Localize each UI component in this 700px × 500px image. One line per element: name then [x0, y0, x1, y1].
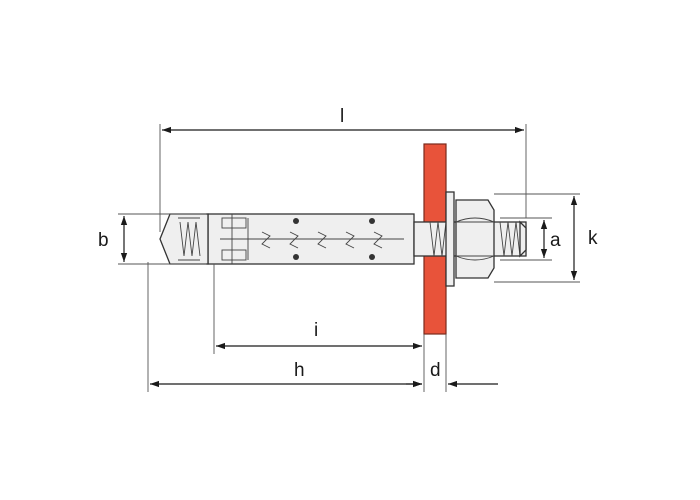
- label-k: k: [588, 228, 598, 249]
- label-i: i: [314, 320, 318, 341]
- label-d: d: [430, 360, 441, 381]
- anchor-sleeve: [207, 213, 415, 265]
- dimension-d: d: [406, 334, 498, 392]
- dimension-b: b: [98, 213, 206, 265]
- label-h: h: [294, 360, 305, 381]
- label-l: l: [340, 106, 344, 127]
- dimension-a: a: [500, 217, 561, 261]
- dimension-i: i: [213, 264, 422, 354]
- label-b: b: [98, 230, 109, 251]
- label-a: a: [550, 230, 561, 251]
- dimension-h: h: [147, 262, 425, 392]
- hex-nut: [455, 199, 495, 279]
- expansion-cone: [159, 213, 209, 265]
- dimension-k: k: [494, 193, 598, 283]
- washer: [445, 191, 455, 287]
